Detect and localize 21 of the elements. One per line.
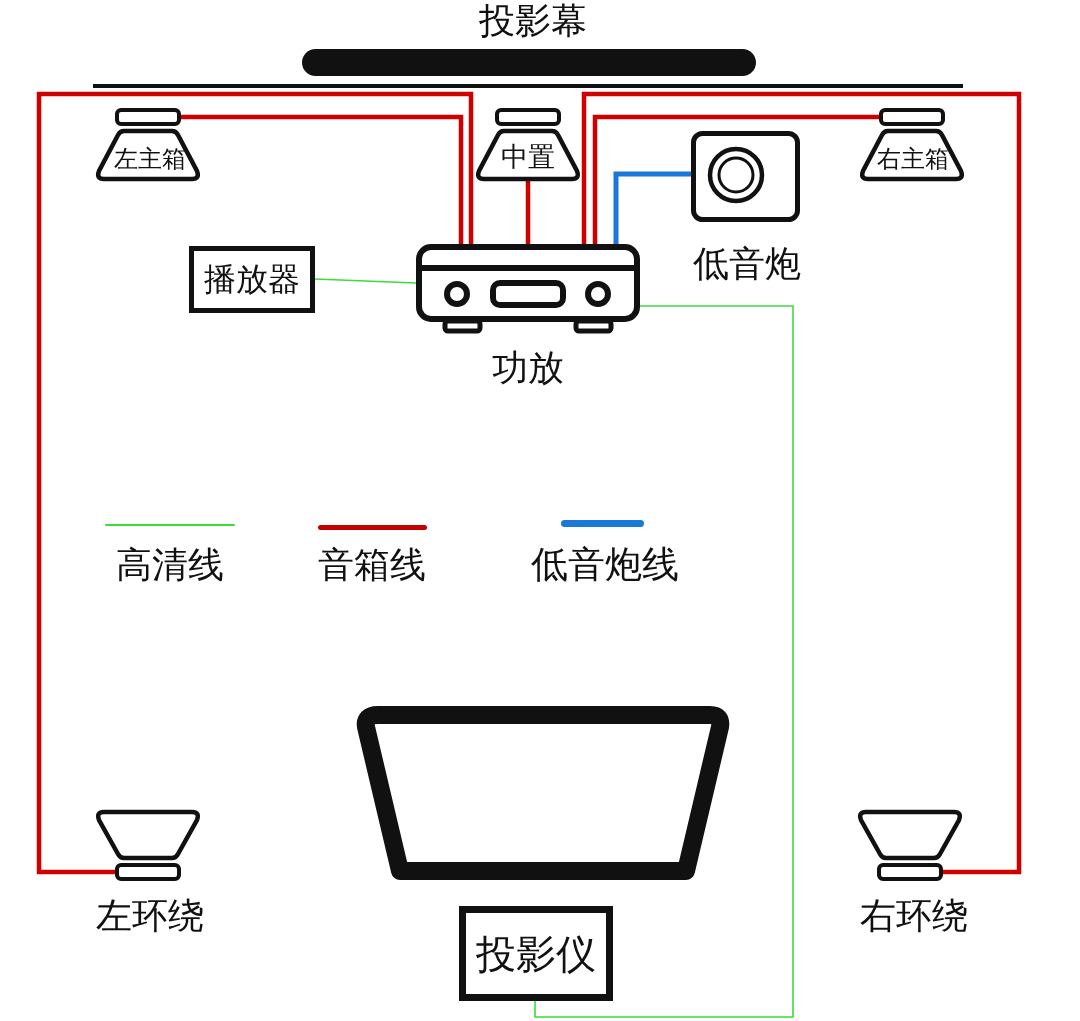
- subwoofer-label: 低音炮: [693, 243, 801, 285]
- speaker-label: 左主箱: [114, 146, 186, 174]
- speaker-cable: [36, 91, 474, 875]
- speaker-label: 右环绕: [860, 895, 968, 937]
- legend-label: 低音炮线: [531, 543, 679, 587]
- speaker-cable: [581, 91, 1022, 875]
- speaker-label: 左环绕: [96, 895, 204, 937]
- speaker-cable: [525, 181, 531, 244]
- hdmi-cable: [534, 305, 794, 1018]
- amplifier-label: 功放: [492, 347, 564, 389]
- subwoofer-cable: [613, 171, 691, 244]
- projector-box: 投影仪: [459, 906, 613, 1001]
- speaker-label: 右主箱: [877, 146, 949, 174]
- speaker-cable: [592, 114, 879, 244]
- hdmi-cable: [314, 278, 417, 284]
- screen-title: 投影幕: [479, 0, 587, 42]
- legend-label: 音箱线: [318, 544, 426, 586]
- speaker-cable: [181, 114, 464, 244]
- media-player-box: 播放器: [189, 246, 315, 313]
- speaker-label: 中置: [501, 141, 555, 173]
- legend-label: 高清线: [116, 544, 224, 586]
